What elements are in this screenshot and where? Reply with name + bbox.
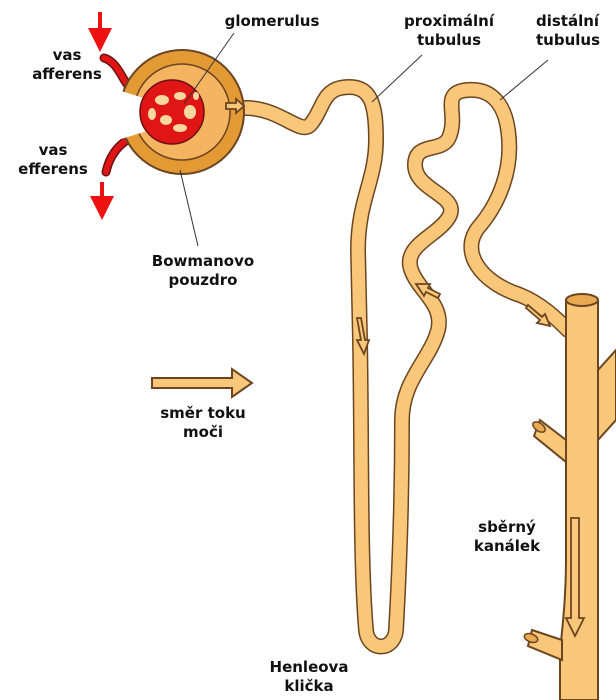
label-bowmanovo-line2: pouzdro xyxy=(138,271,268,290)
label-glomerulus-text: glomerulus xyxy=(212,12,332,31)
label-smer-line1: směr toku xyxy=(138,404,268,423)
label-bowmanovo-pouzdro: Bowmanovo pouzdro xyxy=(138,252,268,290)
label-sberny-kanalek: sběrný kanálek xyxy=(462,518,552,556)
nephron-tubule xyxy=(246,87,568,646)
label-smer-line2: moči xyxy=(138,423,268,442)
label-vas-afferens-line2: afferens xyxy=(22,65,112,84)
label-vas-afferens-line1: vas xyxy=(22,46,112,65)
label-proximalni-line1: proximální xyxy=(394,12,504,31)
label-distalni-line1: distální xyxy=(536,12,616,31)
label-bowmanovo-line1: Bowmanovo xyxy=(138,252,268,271)
label-smer-toku-moci: směr toku moči xyxy=(138,404,268,442)
label-vas-efferens: vas efferens xyxy=(8,141,98,179)
label-proximalni-tubulus: proximální tubulus xyxy=(394,12,504,50)
label-henleova-klicka: Henleova klička xyxy=(254,658,364,696)
flow-direction-legend-arrow xyxy=(152,369,252,397)
label-distalni-line2: tubulus xyxy=(536,31,616,50)
label-vas-efferens-line1: vas xyxy=(8,141,98,160)
label-glomerulus: glomerulus xyxy=(212,12,332,31)
label-henleova-line2: klička xyxy=(254,677,364,696)
label-sberny-line1: sběrný xyxy=(462,518,552,537)
collecting-duct xyxy=(523,294,616,700)
label-proximalni-line2: tubulus xyxy=(394,31,504,50)
label-vas-efferens-line2: efferens xyxy=(8,160,98,179)
label-distalni-tubulus: distální tubulus xyxy=(536,12,616,50)
label-sberny-line2: kanálek xyxy=(462,537,552,556)
label-henleova-line1: Henleova xyxy=(254,658,364,677)
label-vas-afferens: vas afferens xyxy=(22,46,112,84)
